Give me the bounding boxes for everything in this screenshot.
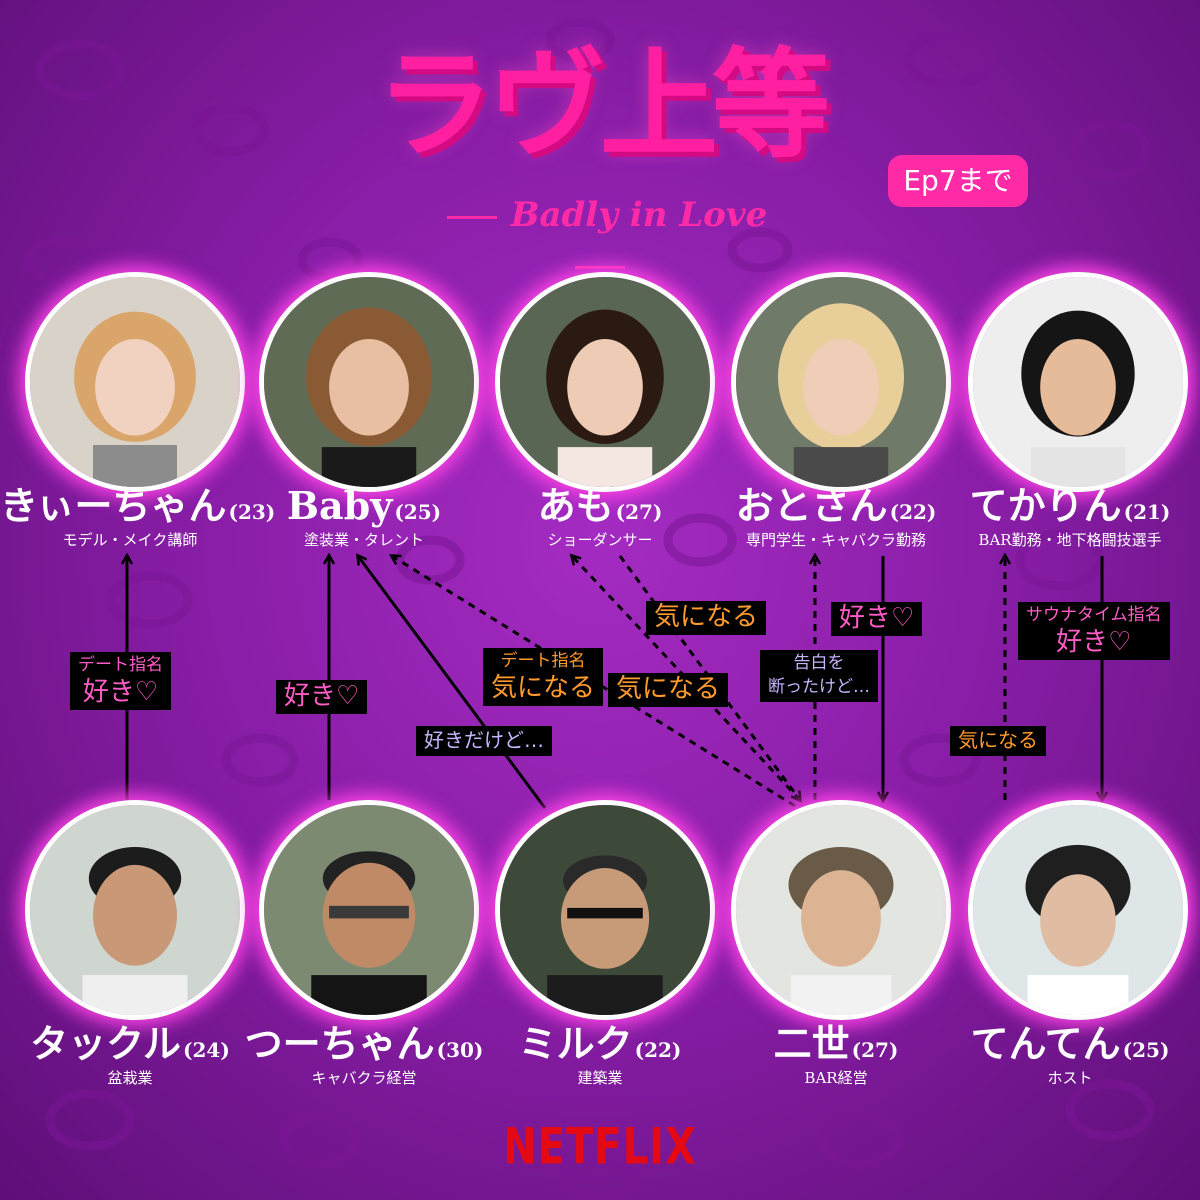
- label-main-text: 好き♡: [1056, 627, 1132, 657]
- label-top-text: デート指名: [500, 651, 586, 671]
- avatar-tekarin: [968, 272, 1188, 492]
- label-amo-nisei: 気になる: [646, 601, 767, 635]
- label-main-text: 好き♡: [284, 681, 360, 711]
- age-text: (27): [615, 500, 663, 524]
- role-tsuuchan: キャバクラ経営: [311, 1069, 417, 1087]
- label-nisei-baby: デート指名 気になる: [483, 648, 604, 706]
- name-tackle: タックル(24): [0, 1022, 260, 1072]
- label-main-text: 断ったけど…: [768, 677, 870, 697]
- role-nisei: BAR経営: [804, 1069, 868, 1087]
- label-tekarin-tenten: サウナタイム指名 好き♡: [1018, 602, 1170, 660]
- age-text: (21): [1123, 500, 1171, 524]
- role-tackle: 盆栽業: [107, 1069, 153, 1087]
- portrait-tackle: [30, 805, 240, 1015]
- subtitle-dash-left: [446, 215, 497, 219]
- name-text: つーちゃん: [244, 1021, 435, 1066]
- portrait-baby: [264, 277, 474, 487]
- age-text: (25): [1122, 1038, 1170, 1062]
- label-top-text: デート指名: [78, 655, 163, 675]
- name-text: てかりん: [969, 483, 1122, 528]
- name-text: タックル: [30, 1021, 182, 1066]
- label-top-text: 告白を: [793, 653, 845, 673]
- avatar-otosan: [731, 272, 951, 492]
- avatar-tenten: [968, 800, 1188, 1020]
- label-main-text: 気になる: [616, 674, 721, 704]
- show-subtitle: Badly in Love: [400, 190, 800, 269]
- role-baby: 塗装業・タレント: [303, 531, 424, 549]
- name-tsuuchan: つーちゃん(30): [234, 1022, 494, 1072]
- age-text: (22): [634, 1038, 682, 1062]
- label-milk-baby: 好きだけど…: [416, 726, 552, 756]
- avatar-tackle: [25, 800, 245, 1020]
- name-text: 二世: [773, 1021, 850, 1066]
- role-tenten: ホスト: [1047, 1069, 1093, 1087]
- label-tenten-tekarin: 気になる: [950, 726, 1046, 756]
- name-text: きぃーちゃん: [0, 483, 227, 528]
- label-tsuuchan-baby: 好き♡: [276, 680, 368, 714]
- avatar-amo: [495, 272, 715, 492]
- subtitle-text: Badly in Love: [510, 195, 768, 235]
- age-text: (22): [889, 500, 937, 524]
- portrait-nisei: [736, 805, 946, 1015]
- portrait-tenten: [973, 805, 1183, 1015]
- portrait-amo: [500, 277, 710, 487]
- name-text: おとさん: [735, 483, 888, 528]
- label-tackle-kiichan: デート指名 好き♡: [70, 652, 171, 710]
- label-top-text: サウナタイム指名: [1026, 605, 1162, 625]
- label-nisei-otosan: 告白を 断ったけど…: [760, 650, 878, 702]
- name-tekarin: てかりん(21): [940, 484, 1200, 534]
- subtitle-dash-right: [575, 265, 625, 269]
- portrait-tsuuchan: [264, 805, 474, 1015]
- name-milk: ミルク(22): [470, 1022, 730, 1072]
- label-nisei-amo: 気になる: [608, 673, 729, 707]
- name-text: Baby: [286, 483, 393, 528]
- avatar-kiichan: [25, 272, 245, 492]
- name-amo: あも(27): [470, 484, 730, 534]
- name-text: あも: [537, 483, 614, 528]
- label-main-text: 好きだけど…: [424, 728, 544, 752]
- age-text: (24): [183, 1038, 230, 1062]
- label-main-text: 気になる: [491, 673, 596, 703]
- age-text: (25): [394, 500, 442, 524]
- avatar-milk: [495, 800, 715, 1020]
- portrait-otosan: [736, 277, 946, 487]
- role-milk: 建築業: [577, 1069, 623, 1087]
- age-text: (23): [228, 500, 276, 524]
- portrait-kiichan: [30, 277, 240, 487]
- name-baby: Baby(25): [234, 484, 494, 534]
- role-kiichan: モデル・メイク講師: [62, 531, 198, 549]
- episode-badge: Ep7まで: [888, 155, 1028, 207]
- avatar-tsuuchan: [259, 800, 479, 1020]
- name-otosan: おとさん(22): [706, 484, 966, 534]
- portrait-milk: [500, 805, 710, 1015]
- label-main-text: 気になる: [654, 602, 759, 632]
- name-kiichan: きぃーちゃん(23): [0, 483, 275, 534]
- role-amo: ショーダンサー: [547, 531, 653, 549]
- label-main-text: 気になる: [958, 728, 1038, 752]
- role-tekarin: BAR勤務・地下格闘技選手: [978, 531, 1162, 549]
- age-text: (30): [436, 1038, 484, 1062]
- label-otosan-nisei: 好き♡: [831, 602, 923, 636]
- avatar-baby: [259, 272, 479, 492]
- label-main-text: 好き♡: [82, 677, 159, 707]
- name-tenten: てんてん(25): [940, 1022, 1200, 1072]
- name-text: ミルク: [518, 1021, 633, 1066]
- age-text: (27): [851, 1038, 899, 1062]
- portrait-tekarin: [973, 277, 1183, 487]
- role-otosan: 専門学生・キャバクラ勤務: [745, 531, 926, 549]
- avatar-nisei: [731, 800, 951, 1020]
- name-text: てんてん: [970, 1021, 1121, 1066]
- show-title: ラヴ上等: [375, 36, 830, 174]
- netflix-logo: NETFLIX: [503, 1118, 697, 1176]
- label-main-text: 好き♡: [839, 603, 915, 633]
- name-nisei: 二世(27): [706, 1022, 966, 1072]
